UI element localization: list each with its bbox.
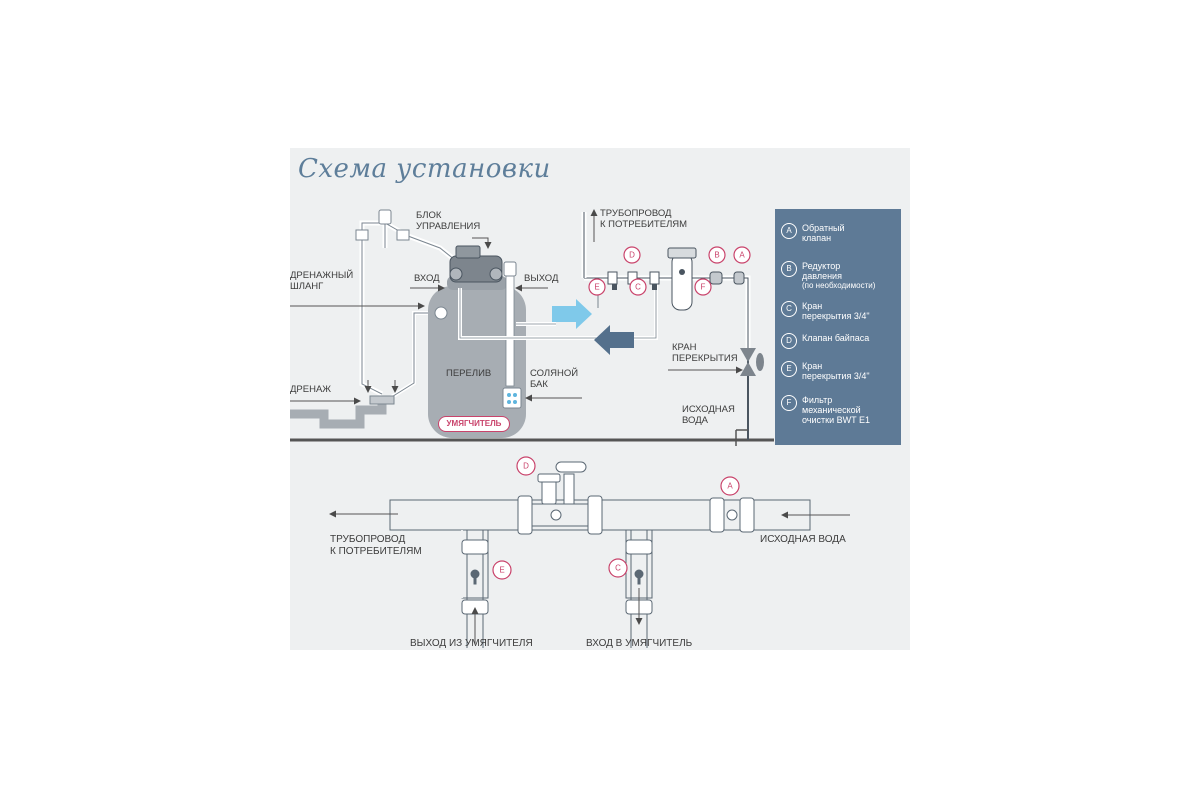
label-control-block: БЛОК УПРАВЛЕНИЯ xyxy=(416,210,481,232)
check-valve-a xyxy=(733,271,745,285)
svg-text:D: D xyxy=(523,462,529,471)
svg-text:E: E xyxy=(594,283,599,292)
label-drain: ДРЕНАЖ xyxy=(290,384,332,395)
svg-text:E: E xyxy=(499,566,504,575)
tag-c-top: C xyxy=(629,278,647,296)
legend-item-d: D Клапан байпаса xyxy=(781,333,869,349)
legend-text: Фильтр механической очистки BWT E1 xyxy=(802,395,870,425)
tag-d-bottom: D xyxy=(516,456,536,476)
label-salt-tank: СОЛЯНОЙ БАК xyxy=(530,368,579,390)
tag-c-bottom: C xyxy=(608,558,628,578)
legend-text: Клапан байпаса xyxy=(802,333,870,343)
svg-text:C: C xyxy=(615,564,621,573)
legend-text: Обратный клапан xyxy=(802,223,845,243)
legend-letter: D xyxy=(781,333,797,349)
soft-water-arrow xyxy=(552,299,592,329)
brine-tube xyxy=(505,275,515,387)
svg-text:D: D xyxy=(629,251,635,260)
valve-c xyxy=(649,271,660,285)
label-inlet: ВХОД xyxy=(414,273,440,284)
svg-text:A: A xyxy=(727,482,733,491)
legend-item-a: A Обратный клапан xyxy=(781,223,845,243)
legend-letter: E xyxy=(781,361,797,377)
label-shutoff-valve: КРАН ПЕРЕКРЫТИЯ xyxy=(672,342,738,364)
svg-text:F: F xyxy=(701,283,706,292)
drain-hose-clip xyxy=(378,209,392,225)
pressure-reducer-b xyxy=(709,271,723,285)
drain-hose-connector xyxy=(396,229,410,241)
drain-siphon xyxy=(290,400,387,429)
bypass-scheme xyxy=(389,461,811,648)
tag-a-bottom: A xyxy=(720,476,740,496)
svg-text:C: C xyxy=(635,283,641,292)
label-softener-out: ВЫХОД ИЗ УМЯГЧИТЕЛЯ xyxy=(410,638,533,649)
legend-item-e: E Кран перекрытия 3/4" xyxy=(781,361,870,381)
salt-icon xyxy=(502,387,522,409)
legend-item-f: F Фильтр механической очистки BWT E1 xyxy=(781,395,870,425)
installation-diagram: D B A E C F xyxy=(290,148,910,650)
legend-item-b: B Редуктор давления (по необходимости) xyxy=(781,261,875,291)
drain-hose-connector xyxy=(355,229,369,241)
label-drain-hose: ДРЕНАЖНЫЙ ШЛАНГ xyxy=(290,270,354,292)
svg-text:A: A xyxy=(739,251,745,260)
label-outlet: ВЫХОД xyxy=(524,273,559,284)
legend-text: Кран перекрытия 3/4" xyxy=(802,361,870,381)
svg-text:B: B xyxy=(714,251,719,260)
overflow-fitting xyxy=(434,306,448,320)
label-source-water-bottom: ИСХОДНАЯ ВОДА xyxy=(760,534,846,545)
tag-a-top: A xyxy=(733,246,751,264)
legend-text: Кран перекрытия 3/4" xyxy=(802,301,870,321)
tag-b-top: B xyxy=(708,246,726,264)
legend-panel: A Обратный клапан B Редуктор давления (п… xyxy=(775,209,901,445)
filter-f xyxy=(671,253,693,311)
diagram-drawing: D B A E C F xyxy=(290,209,850,648)
diagram-title: Схема установки xyxy=(298,154,551,184)
softener-tank xyxy=(428,286,526,438)
label-softener-in: ВХОД В УМЯГЧИТЕЛЬ xyxy=(586,638,693,649)
tag-d-top: D xyxy=(623,246,641,264)
label-overflow: ПЕРЕЛИВ xyxy=(446,368,492,379)
shutoff-valve xyxy=(740,348,764,376)
label-pipeline-bottom: ТРУБОПРОВОД К ПОТРЕБИТЕЛЯМ xyxy=(330,534,422,557)
legend-text: Редуктор давления xyxy=(802,261,842,281)
tag-e-top: E xyxy=(588,278,606,296)
legend-letter: C xyxy=(781,301,797,317)
valve-e xyxy=(607,271,618,285)
legend-letter: F xyxy=(781,395,797,411)
legend-note: (по необходимости) xyxy=(802,281,876,290)
label-source-water-top: ИСХОДНАЯ ВОДА xyxy=(682,404,735,426)
legend-item-c: C Кран перекрытия 3/4" xyxy=(781,301,870,321)
softener-badge: УМЯГЧИТЕЛЬ xyxy=(438,416,510,432)
legend-letter: B xyxy=(781,261,797,277)
tag-f-top: F xyxy=(694,278,712,296)
legend-letter: A xyxy=(781,223,797,239)
label-pipeline-top: ТРУБОПРОВОД К ПОТРЕБИТЕЛЯМ xyxy=(600,208,688,230)
source-water-arrow xyxy=(594,325,634,355)
tag-e-bottom: E xyxy=(492,560,512,580)
